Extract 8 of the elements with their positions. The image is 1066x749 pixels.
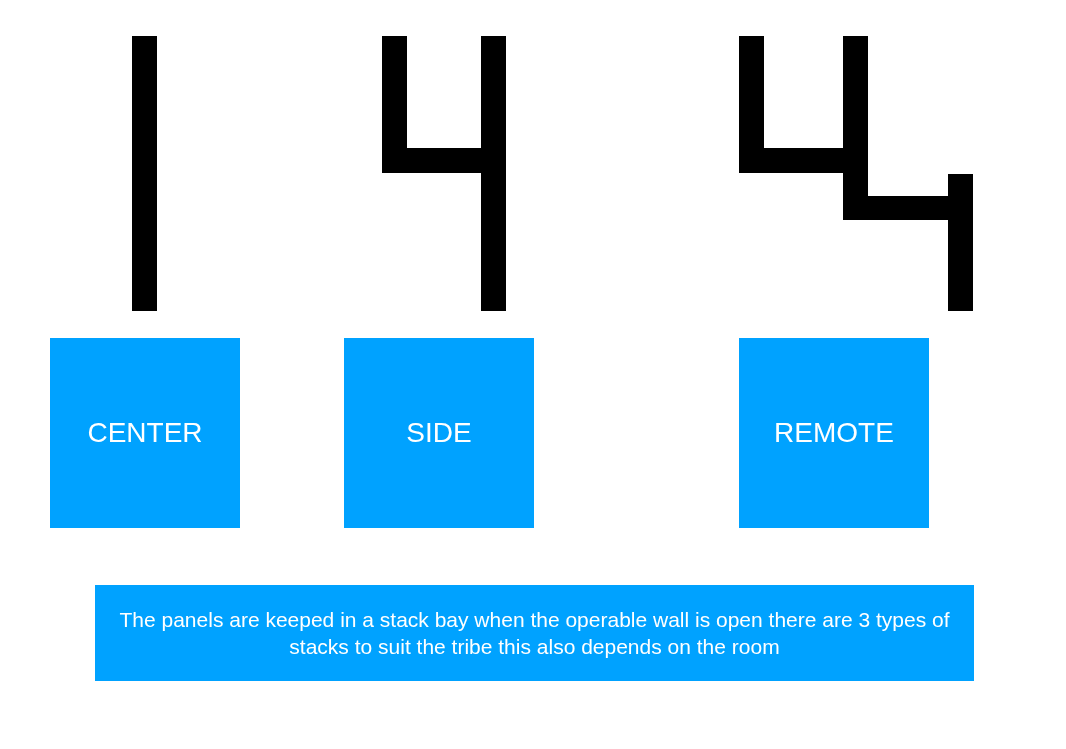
note-text: The panels are keeped in a stack bay when the operable wall is open there are 3 types of stacks to suit the tribe this also depends on the room xyxy=(118,606,951,660)
note-box xyxy=(95,585,974,681)
box-label: SIDE xyxy=(406,415,472,450)
stack-type-box xyxy=(50,338,240,528)
stack-type-box xyxy=(739,338,929,528)
stack-type-box xyxy=(344,338,534,528)
box-label: REMOTE xyxy=(774,415,894,450)
box-label: CENTER xyxy=(87,415,203,450)
